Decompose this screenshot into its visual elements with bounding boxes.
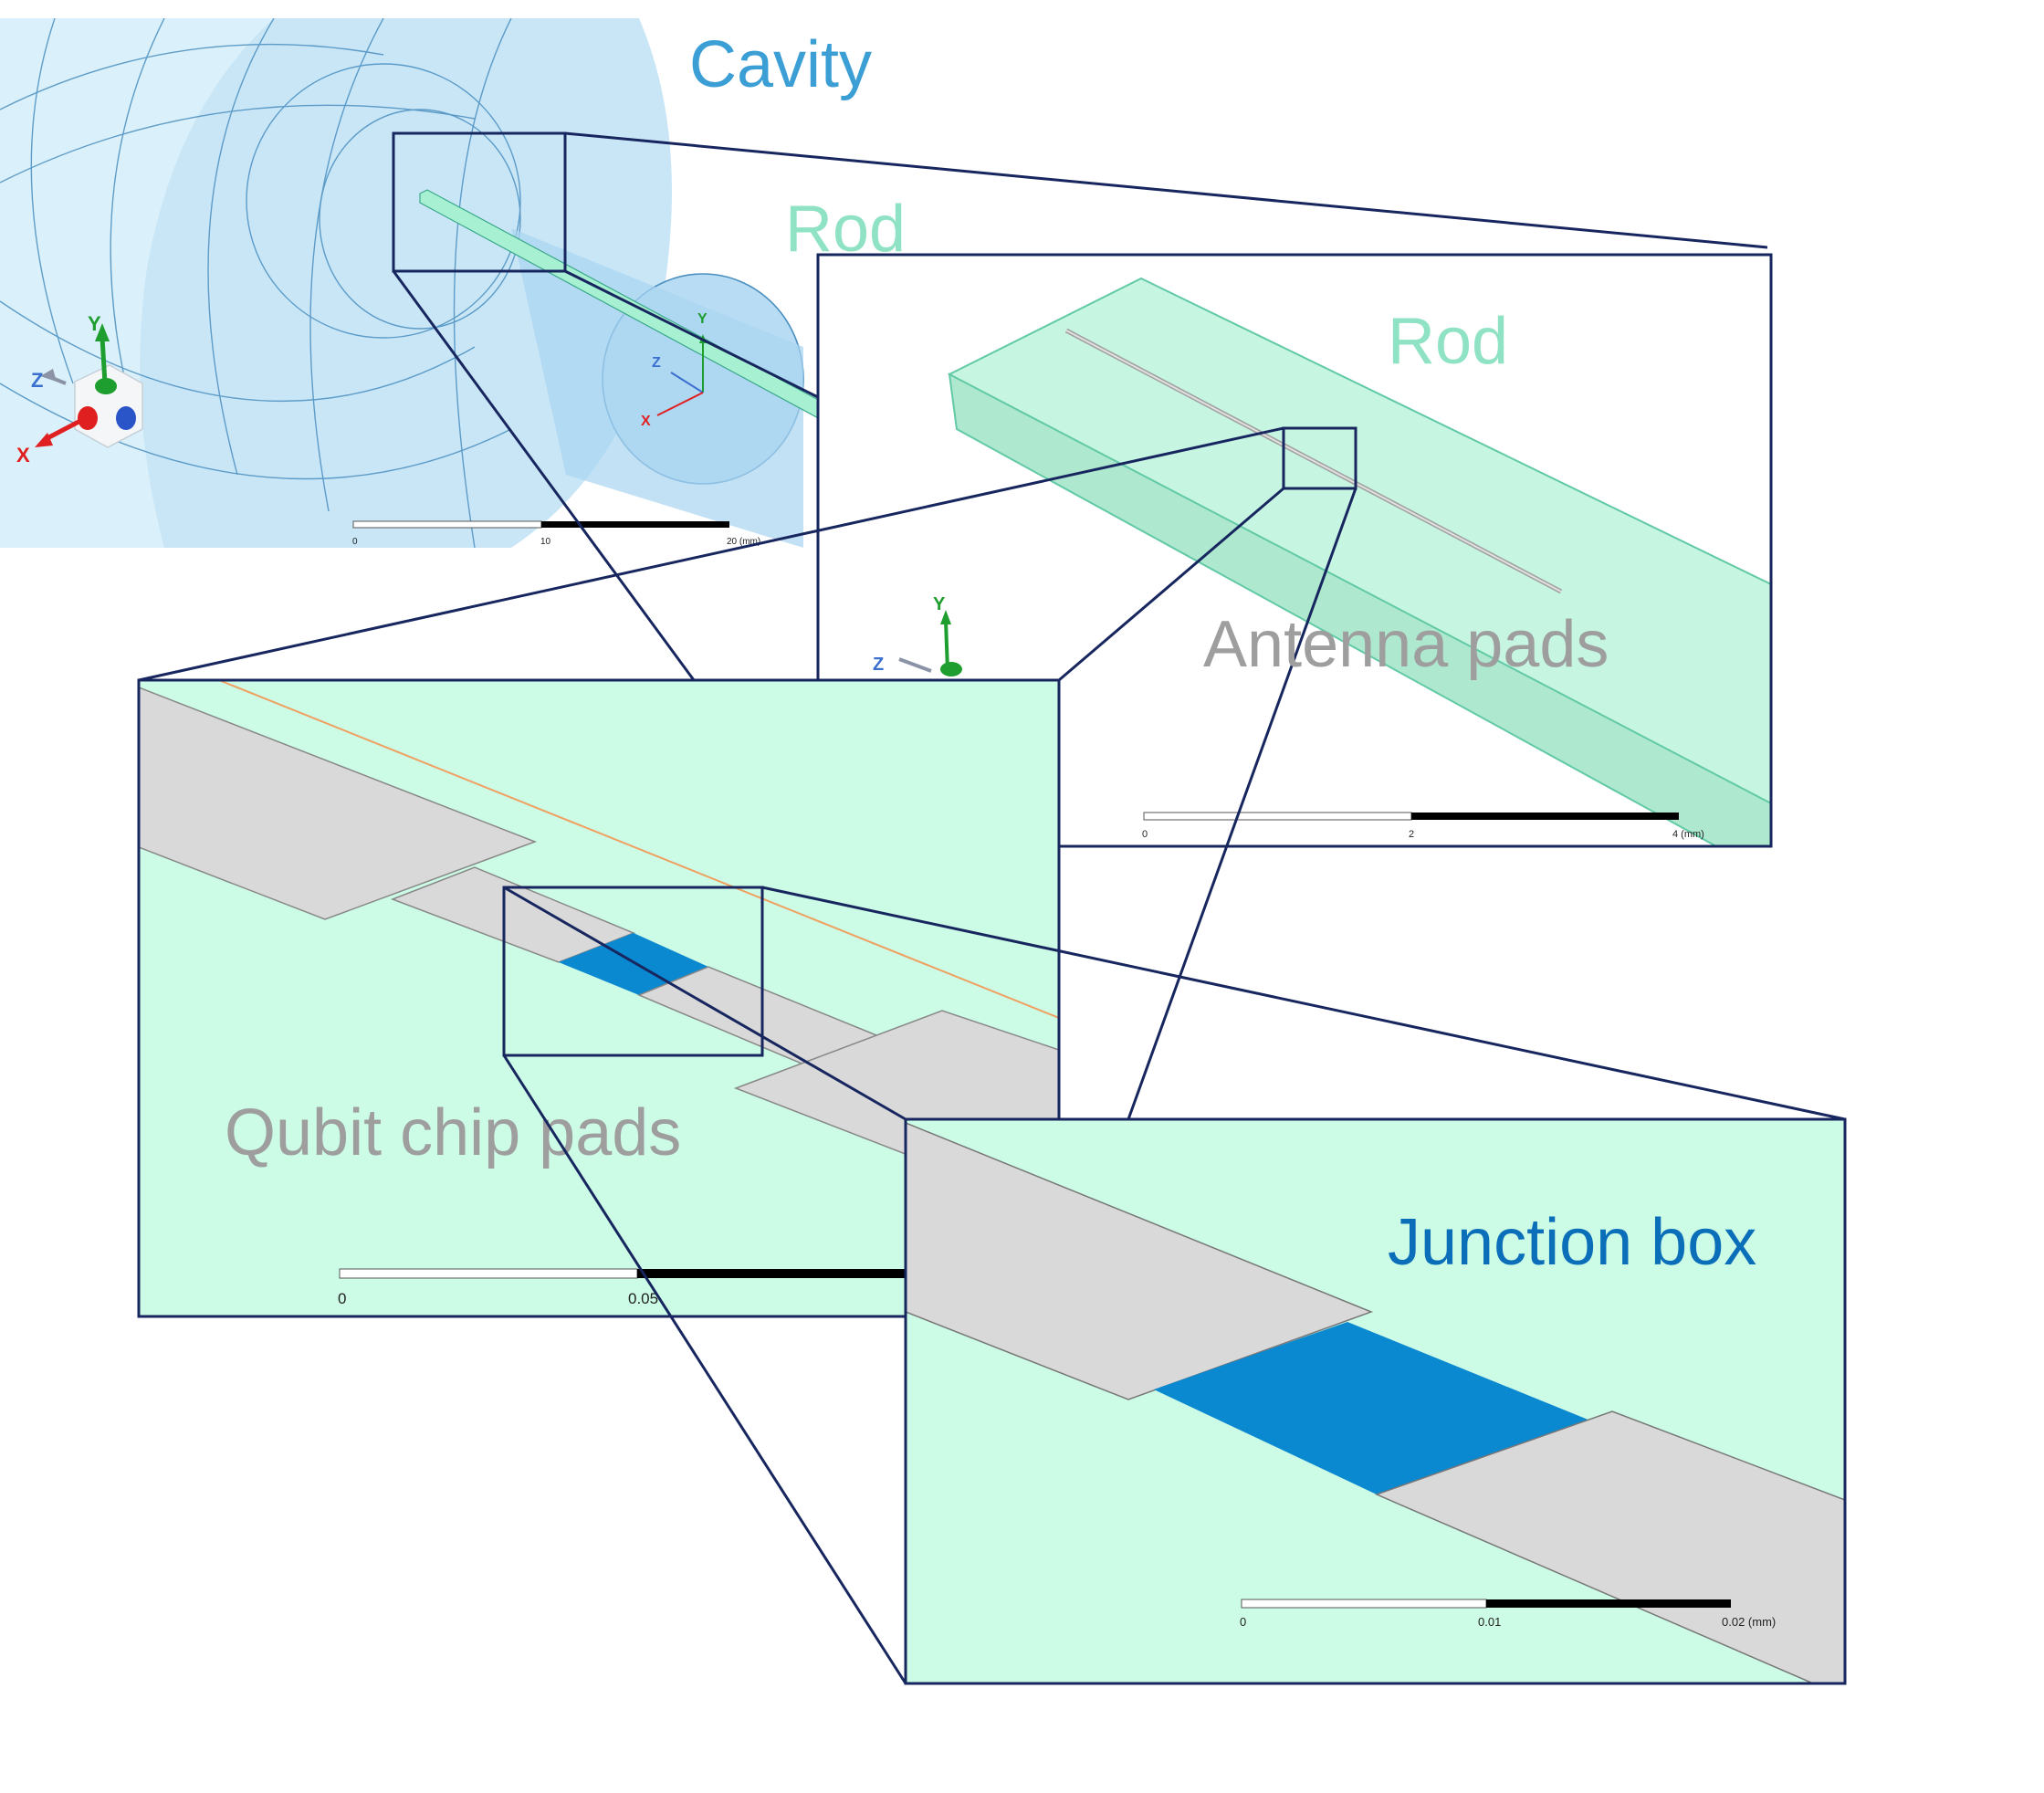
small-y-label: Y — [697, 311, 708, 327]
scale-bar-junction: 0 0.01 0.02 (mm) — [1240, 1599, 1776, 1629]
rod-label-zoom: Rod — [1388, 305, 1508, 378]
rod-tube — [511, 228, 803, 548]
scale-cavity-tick-0: 0 — [352, 537, 358, 547]
scale-rod-tick-2: 4 (mm) — [1672, 829, 1704, 840]
rod-zoom-box — [1282, 426, 1357, 490]
scale-bar-cavity: 0 10 20 (mm) — [352, 520, 760, 547]
antenna-pads-label: Antenna pads — [1203, 608, 1609, 681]
rod-bar — [419, 189, 822, 421]
zoom-lines-qubit — [502, 886, 1846, 1684]
cavity-back-wall — [0, 18, 274, 548]
scale-junction-tick-1: 0.01 — [1478, 1615, 1501, 1629]
main-y-label: Y — [88, 312, 101, 335]
junction-bridge — [1154, 1322, 1590, 1494]
cavity-panel: Y Z X Y Z X 0 10 20 (mm) — [0, 18, 822, 548]
scale-rod-tick-0: 0 — [1142, 829, 1148, 840]
qubit-panel-frame — [137, 678, 1061, 1318]
rod-z-label: Z — [873, 655, 884, 675]
cavity-wireframe — [0, 18, 521, 548]
axis-triad: Y Z X — [16, 312, 143, 467]
zoom-lines-cavity — [392, 131, 1768, 681]
zoom-lines-rod — [138, 426, 1357, 1120]
scale-junction-tick-0: 0 — [1240, 1615, 1246, 1629]
qubit-zoom-box — [502, 886, 764, 1057]
scale-qubit-tick-0: 0 — [338, 1290, 346, 1307]
scale-qubit-tick-1: 0.05 — [628, 1290, 658, 1307]
axis-cube — [74, 364, 143, 448]
scale-cavity-tick-1: 10 — [540, 537, 551, 547]
scale-bar-rod: 0 2 4 (mm) — [1142, 812, 1704, 840]
rod-panel-frame — [816, 253, 1773, 848]
scale-junction-tick-2: 0.02 (mm) — [1722, 1615, 1776, 1629]
main-x-label: X — [16, 444, 30, 467]
qubit-chip-pads-label: Qubit chip pads — [225, 1096, 681, 1169]
left-large-pad — [139, 687, 538, 920]
junction-right-pad — [1374, 1410, 1845, 1683]
junction-panel-frame — [904, 1117, 1847, 1685]
orange-edge-line — [218, 680, 1059, 1019]
scale-cavity-tick-2: 20 (mm) — [727, 537, 760, 547]
rod-y-label: Y — [933, 594, 946, 614]
junction-left-pad — [906, 1122, 1374, 1400]
junction-strip — [559, 933, 708, 995]
rod-side-face — [948, 372, 1771, 846]
small-x-label: X — [641, 414, 651, 429]
cavity-zoom-box — [392, 131, 567, 273]
junction-panel: 0 0.01 0.02 (mm) — [906, 1119, 1845, 1683]
axis-triad-rod: Y Z — [873, 594, 962, 676]
scale-bar-qubit: 0 0.05 — [338, 1268, 935, 1307]
scale-rod-tick-1: 2 — [1409, 829, 1414, 840]
cavity-label: Cavity — [689, 28, 872, 101]
small-z-label: Z — [652, 355, 661, 371]
junction-box-label: Junction box — [1388, 1206, 1756, 1279]
main-z-label: Z — [31, 369, 43, 392]
